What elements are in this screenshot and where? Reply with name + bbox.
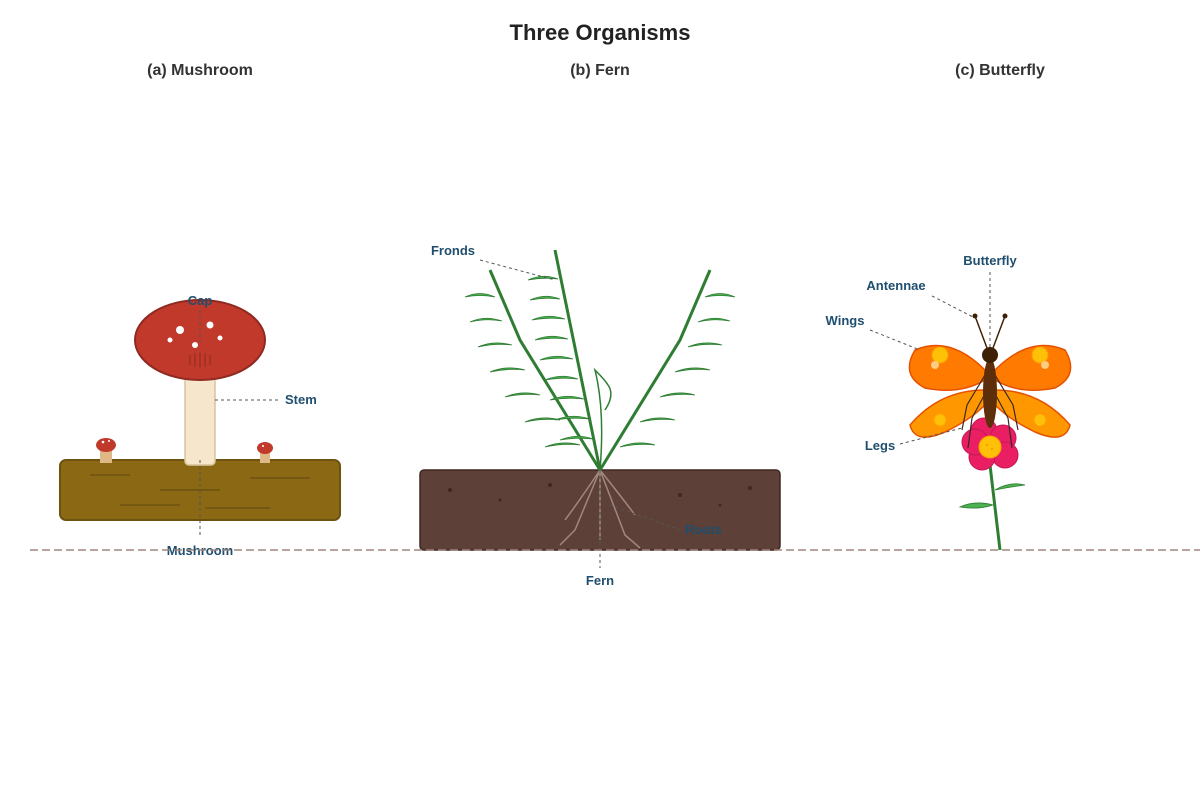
fern-leaflets [464, 275, 736, 448]
fern-roots [559, 469, 641, 549]
cap-label: Cap [188, 293, 213, 308]
wings-label: Wings [826, 313, 865, 328]
roots-leader-line [609, 504, 681, 531]
butterfly-label: Butterfly [963, 253, 1017, 268]
small-mushroom-left [96, 438, 116, 463]
butterfly-body [982, 347, 998, 428]
mushroom-illustration: Cap Stem Mushroom [59, 293, 341, 558]
fronds-label: Fronds [431, 243, 475, 258]
panel-a-title: (a) Mushroom [147, 62, 253, 79]
fronds-leader-line [479, 259, 556, 281]
panel-c-title: (c) Butterfly [955, 62, 1045, 79]
fern-stems [488, 249, 712, 471]
roots-label: Roots [685, 522, 722, 537]
fern-label: Fern [586, 573, 614, 588]
wings-leader-line [869, 329, 921, 351]
legs-label: Legs [865, 438, 895, 453]
antennae-leader-line [931, 295, 976, 319]
mushroom-gills [189, 352, 211, 368]
fern-illustration: Fronds Roots Fern [419, 243, 781, 588]
butterfly-illustration: Butterfly Antennae Wings Legs [826, 253, 1072, 551]
figure-title: Three Organisms [510, 20, 691, 45]
stem-label: Stem [285, 392, 317, 407]
butterfly-wings [908, 344, 1072, 438]
butterfly-legs [961, 374, 1019, 449]
small-mushroom-right [257, 442, 273, 463]
antennae-label: Antennae [866, 278, 925, 293]
panel-b-title: (b) Fern [570, 62, 630, 79]
legs-leader-line [899, 427, 963, 445]
fiddlehead [593, 367, 612, 471]
butterfly-antennae [972, 313, 1008, 349]
